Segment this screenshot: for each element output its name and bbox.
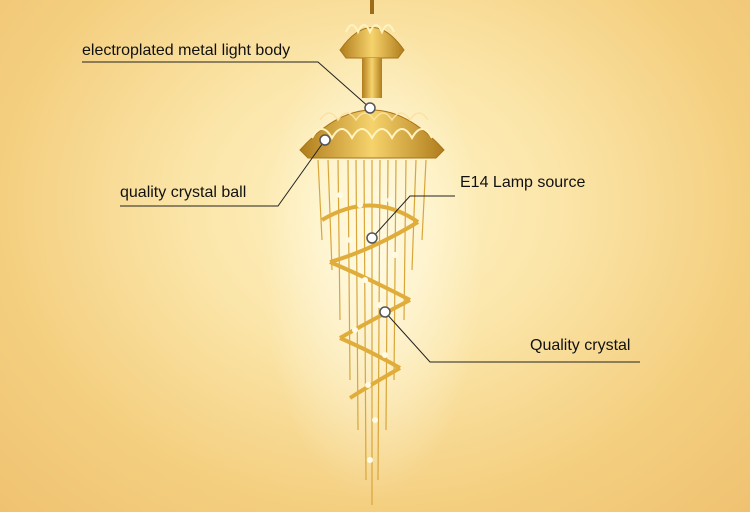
line-crystal-ball [120,139,326,207]
top-crown [339,24,405,98]
crystal-strands [317,159,427,505]
line-light-body [82,61,371,109]
line-lamp-source [371,195,455,239]
callout-dot-icon [379,306,391,318]
callout-markers [319,102,391,318]
callout-lamp-source: E14 Lamp source [460,174,586,191]
callout-light-body: electroplated metal light body [82,42,291,59]
callout-dot-icon [319,134,331,146]
main-dome [299,109,445,159]
callout-dot-icon [364,102,376,114]
callout-quality-crystal: Quality crystal [530,337,631,354]
callout-crystal-ball: quality crystal ball [120,184,247,201]
suspension-rod [370,0,374,14]
callout-dot-icon [366,232,378,244]
line-quality-crystal [384,311,640,363]
lamp-glints [337,192,398,463]
callout-lines [82,61,640,363]
spiral-band [320,203,420,400]
